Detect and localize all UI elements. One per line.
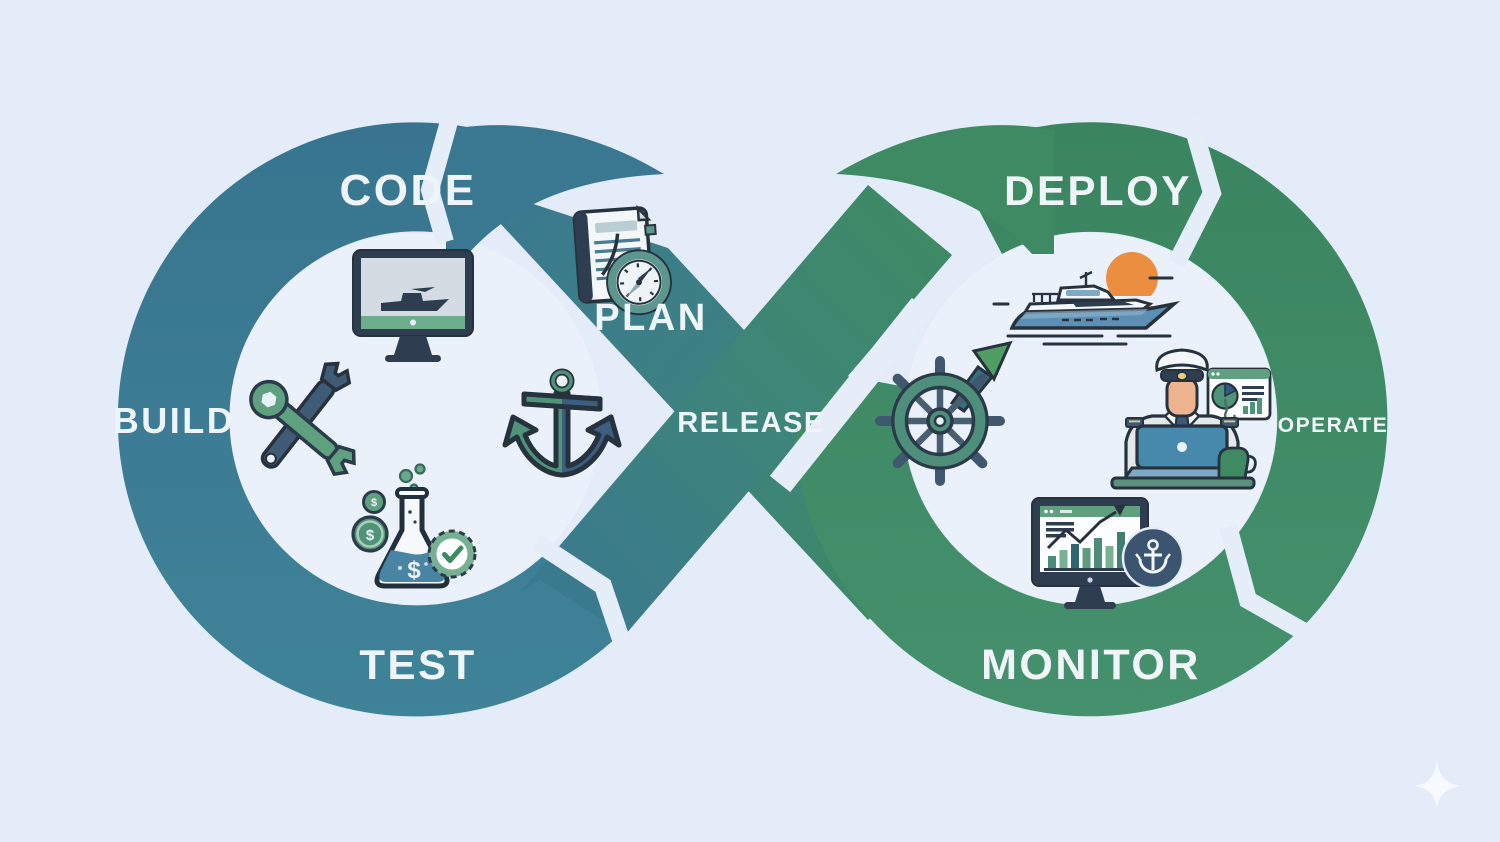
stage-label-monitor: MONITOR — [981, 641, 1201, 689]
flask-lip — [395, 487, 429, 499]
trend-arrow-head — [1114, 504, 1126, 516]
green-wrench-jaw — [325, 444, 356, 476]
ship-mast — [411, 287, 435, 292]
flow-gap-cuts — [420, 113, 1327, 663]
wheel-rim — [894, 375, 986, 467]
cabin-windows — [1066, 290, 1100, 296]
yacht-mast — [1079, 270, 1093, 286]
stage-label-build: BUILD — [113, 400, 236, 441]
wheel-rim-inner — [904, 385, 976, 457]
coin-dollar-sign-small: $ — [371, 497, 377, 509]
card-header — [1208, 369, 1270, 379]
wheel-hub-hole — [933, 414, 947, 428]
plan-document-binding — [574, 212, 593, 302]
monitor-stand — [1075, 586, 1105, 602]
deck-window-swoosh — [1072, 301, 1134, 307]
stage-label-operate: OPERATE — [1278, 414, 1388, 437]
build-crossed-wrenches-icon — [249, 361, 356, 476]
cut-right-top — [1167, 113, 1222, 269]
left-flow-arrow-wedge — [446, 125, 664, 254]
monitor-stand — [394, 336, 432, 355]
hex-socket-hole — [261, 391, 277, 408]
coffee-cup — [1217, 446, 1250, 480]
navy-wrench-jaw — [319, 361, 352, 393]
badge-anchor-glyph — [1134, 539, 1172, 574]
stage-label-deploy: DEPLOY — [1004, 167, 1192, 214]
left-loop-ring — [117, 122, 618, 717]
stage-label-release: RELEASE — [677, 407, 824, 439]
captain-hat — [1155, 348, 1209, 373]
ship-silhouette — [381, 293, 449, 311]
monitor-screen-chart-anchor-icon — [1031, 497, 1185, 609]
wheel-spokes — [904, 385, 976, 457]
release-ship-wheel-arrow-icon — [875, 340, 1013, 486]
sparkle-icon — [1415, 760, 1461, 808]
cup-handle — [1245, 454, 1257, 474]
water-lines — [992, 276, 1174, 346]
compass-needle-north — [637, 267, 653, 282]
hull-highlight — [1020, 309, 1148, 319]
test-flask-coins-check-icon: $ $ $ — [351, 463, 477, 589]
hull-portholes — [1062, 317, 1119, 322]
pen-stroke — [600, 233, 620, 276]
taskbar-dot — [410, 319, 416, 326]
doc-title-block — [594, 220, 638, 234]
dollar-coin-small — [362, 490, 386, 514]
cut-left-top — [420, 115, 459, 245]
check-badge-icon — [427, 529, 477, 579]
cut-right-bottom — [1219, 523, 1327, 650]
dashboard-card — [1206, 367, 1272, 421]
sun-icon — [1106, 252, 1158, 304]
stage-label-plan: PLAN — [594, 297, 707, 339]
monitor-base — [385, 355, 441, 362]
monitor-base — [1064, 602, 1116, 609]
screen-header — [1040, 506, 1140, 517]
check-mark — [442, 545, 464, 563]
trend-line — [1046, 510, 1117, 550]
release-cross-band — [520, 185, 952, 635]
code-monitor-ship-icon — [352, 249, 474, 362]
wheel-handles — [875, 356, 1005, 486]
cut-left-bottom — [531, 534, 637, 663]
stage-label-code: CODE — [339, 166, 476, 215]
plan-document-compass-icon — [572, 204, 672, 316]
captain-face — [1165, 376, 1199, 418]
liquid-dollar-sign: $ — [407, 557, 421, 584]
left-loop-inner-disc — [229, 233, 601, 605]
bow-railing — [1032, 292, 1058, 302]
desk — [1110, 476, 1256, 490]
anchor-ring — [551, 370, 573, 392]
operate-captain-laptop-icon — [1110, 348, 1272, 490]
compass-icon — [606, 249, 672, 316]
pie-slice — [1224, 382, 1237, 398]
page-tab — [644, 223, 657, 236]
hat-emblem — [1176, 371, 1188, 381]
cut-center-right — [769, 297, 933, 493]
anchor-badge-icon — [1121, 526, 1185, 590]
right-flow-arrow-wedge — [836, 125, 1054, 254]
coin-dollar-sign: $ — [366, 527, 375, 544]
page-corner-fold — [636, 204, 652, 222]
deploy-yacht-sunset-icon — [992, 252, 1181, 346]
anchor-icon — [505, 368, 619, 475]
compass-needle-south — [626, 283, 641, 298]
epaulettes — [1125, 417, 1239, 428]
arrow-head — [971, 340, 1013, 383]
right-loop-inner-disc — [904, 233, 1276, 605]
laptop-logo-dot — [1177, 442, 1187, 452]
chart-baseline — [1044, 568, 1132, 571]
green-wrench — [249, 379, 356, 476]
stage-label-test: TEST — [359, 641, 476, 688]
bar-chart — [1048, 532, 1125, 568]
wheel-rim-outer — [891, 372, 989, 470]
